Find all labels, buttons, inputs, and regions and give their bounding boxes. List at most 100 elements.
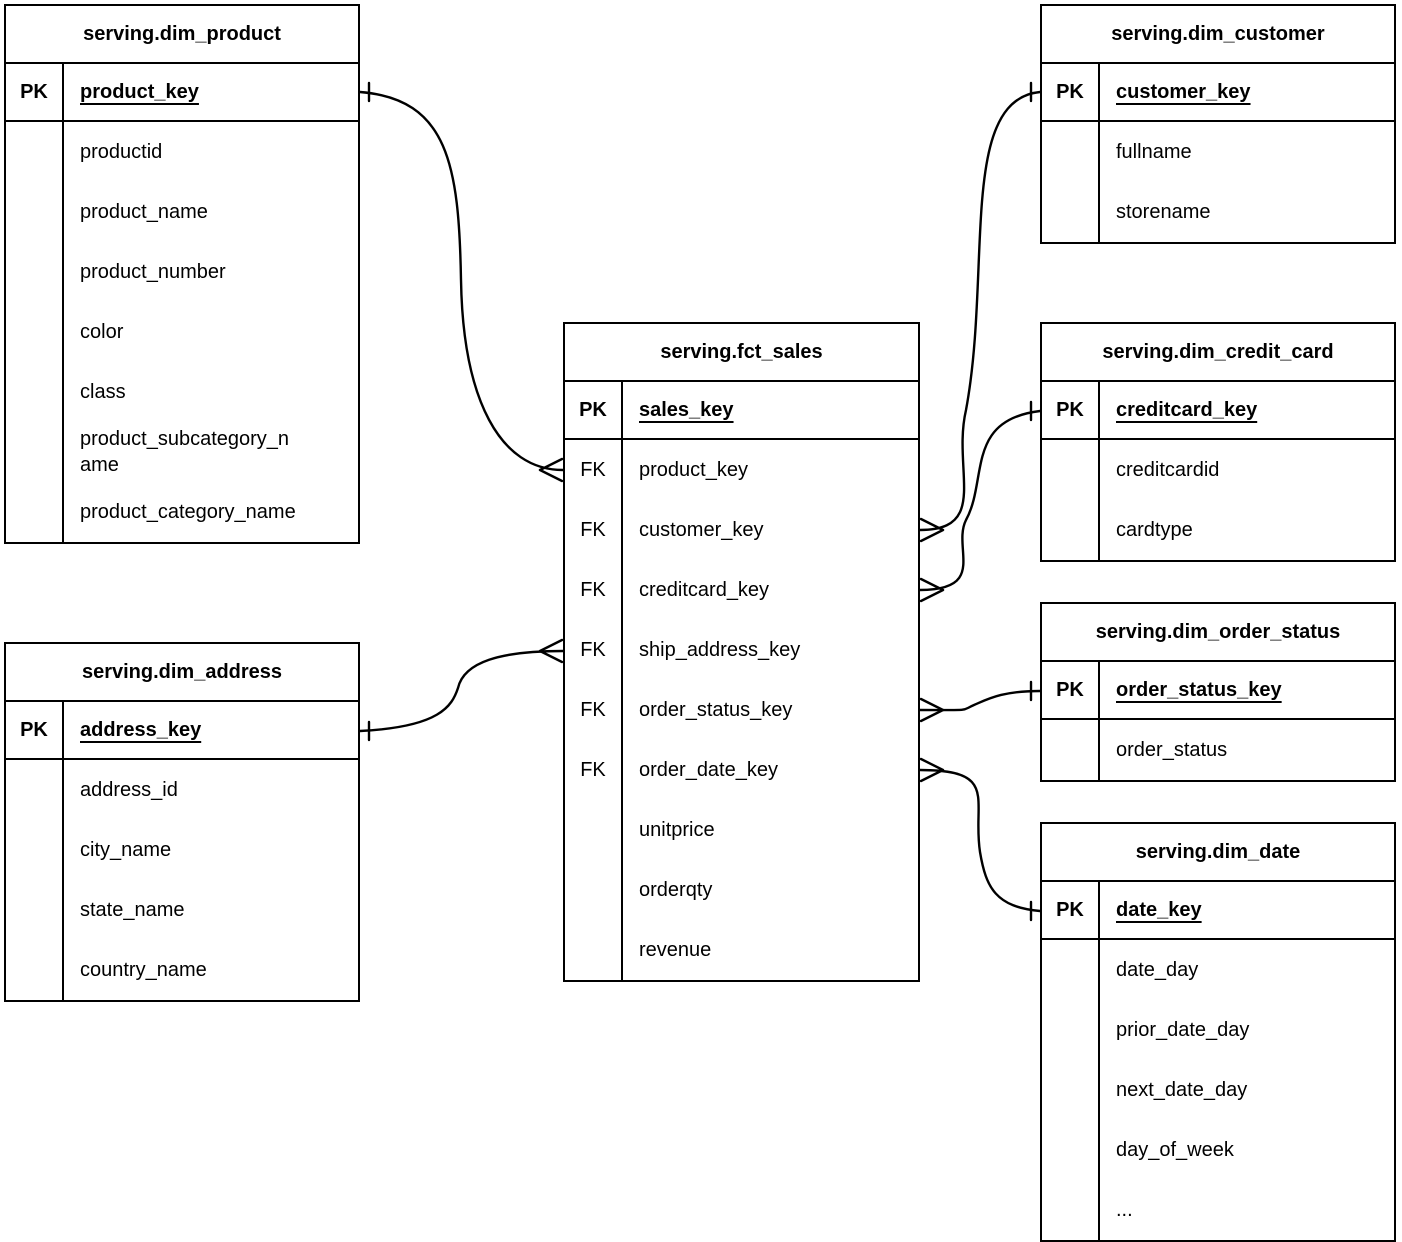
field-name: product_subcategory_name (80, 427, 290, 476)
key-cell (1042, 440, 1100, 500)
field-name: address_id (80, 778, 178, 801)
fk-label: FK (565, 500, 623, 560)
cardinality-many-crowfoot-icon (919, 517, 945, 543)
field-row: FK ship_address_key (565, 620, 918, 680)
entity-fct-sales[interactable]: serving.fct_sales PK sales_key FK produc… (563, 322, 920, 982)
field-row: ... (1042, 1180, 1394, 1240)
fk-label: FK (565, 560, 623, 620)
field-name: productid (80, 140, 163, 163)
relationship-dim-credit-card-to-fct-sales (918, 400, 1042, 603)
key-cell (6, 820, 64, 880)
field-name: revenue (639, 938, 712, 961)
key-cell (6, 482, 64, 542)
relationship-dim-address-to-fct-sales (358, 638, 565, 742)
pk-row: PK date_key (1042, 882, 1394, 940)
field-name: product_key (639, 458, 748, 481)
entity-title: serving.fct_sales (565, 324, 918, 382)
field-row: fullname (1042, 122, 1394, 182)
pk-label: PK (6, 64, 64, 120)
entity-dim-date[interactable]: serving.dim_date PK date_key date_day pr… (1040, 822, 1396, 1242)
pk-row: PK customer_key (1042, 64, 1394, 122)
key-cell (6, 362, 64, 422)
key-cell (1042, 1180, 1100, 1240)
entity-dim-order-status[interactable]: serving.dim_order_status PK order_status… (1040, 602, 1396, 782)
relationship-dim-date-to-fct-sales (918, 757, 1042, 922)
field-name: color (80, 320, 124, 343)
key-cell (1042, 940, 1100, 1000)
field-name: state_name (80, 898, 185, 921)
relationship-line (918, 768, 1042, 913)
field-name: day_of_week (1116, 1138, 1234, 1161)
field-row: day_of_week (1042, 1120, 1394, 1180)
fk-label: FK (565, 740, 623, 800)
entity-dim-credit-card[interactable]: serving.dim_credit_card PK creditcard_ke… (1040, 322, 1396, 562)
relationship-dim-order-status-to-fct-sales (918, 680, 1042, 723)
key-cell (1042, 1060, 1100, 1120)
field-name: order_status (1116, 738, 1228, 761)
field-name: ... (1116, 1198, 1133, 1221)
field-row: order_status (1042, 720, 1394, 780)
key-cell (6, 122, 64, 182)
field-name: class (80, 380, 126, 403)
field-row: FK order_date_key (565, 740, 918, 800)
field-row: product_category_name (6, 482, 358, 542)
cardinality-many-crowfoot-icon (919, 757, 945, 783)
cardinality-many-crowfoot-icon (538, 457, 564, 483)
field-name: product_name (80, 200, 208, 223)
entity-dim-customer[interactable]: serving.dim_customer PK customer_key ful… (1040, 4, 1396, 244)
key-cell (6, 760, 64, 820)
key-cell (6, 940, 64, 1000)
key-cell (6, 422, 64, 482)
pk-row: PK address_key (6, 702, 358, 760)
field-row: city_name (6, 820, 358, 880)
field-name: customer_key (639, 518, 764, 541)
cardinality-many-crowfoot-icon (919, 697, 945, 723)
entity-title: serving.dim_customer (1042, 6, 1394, 64)
entity-dim-address[interactable]: serving.dim_address PK address_key addre… (4, 642, 360, 1002)
field-row: class (6, 362, 358, 422)
relationship-dim-product-to-fct-sales (358, 81, 565, 483)
entity-title: serving.dim_date (1042, 824, 1394, 882)
pk-row: PK sales_key (565, 382, 918, 440)
key-cell (565, 920, 623, 980)
field-name: order_date_key (639, 758, 778, 781)
pk-field-name: customer_key (1116, 80, 1251, 103)
pk-row: PK order_status_key (1042, 662, 1394, 720)
field-name: prior_date_day (1116, 1018, 1250, 1041)
entity-title: serving.dim_order_status (1042, 604, 1394, 662)
field-row: country_name (6, 940, 358, 1000)
pk-label: PK (6, 702, 64, 758)
field-name: product_category_name (80, 500, 296, 523)
field-name: unitprice (639, 818, 715, 841)
entity-dim-product[interactable]: serving.dim_product PK product_key produ… (4, 4, 360, 544)
key-cell (565, 800, 623, 860)
field-row: FK product_key (565, 440, 918, 500)
key-cell (1042, 1120, 1100, 1180)
field-name: creditcard_key (639, 578, 770, 601)
field-row: next_date_day (1042, 1060, 1394, 1120)
pk-field-name: product_key (80, 80, 199, 103)
field-row: revenue (565, 920, 918, 980)
field-name: order_status_key (639, 698, 793, 721)
fk-label: FK (565, 680, 623, 740)
field-row: productid (6, 122, 358, 182)
field-name: creditcardid (1116, 458, 1220, 481)
pk-field-name: order_status_key (1116, 678, 1282, 701)
key-cell (565, 860, 623, 920)
field-row: product_number (6, 242, 358, 302)
field-name: fullname (1116, 140, 1192, 163)
field-row: date_day (1042, 940, 1394, 1000)
key-cell (6, 880, 64, 940)
key-cell (1042, 182, 1100, 242)
field-name: ship_address_key (639, 638, 801, 661)
field-name: product_number (80, 260, 226, 283)
relationship-line (918, 90, 1042, 532)
field-row: FK order_status_key (565, 680, 918, 740)
field-row: storename (1042, 182, 1394, 242)
field-name: country_name (80, 958, 207, 981)
key-cell (1042, 720, 1100, 780)
key-cell (1042, 122, 1100, 182)
key-cell (6, 182, 64, 242)
fk-label: FK (565, 620, 623, 680)
